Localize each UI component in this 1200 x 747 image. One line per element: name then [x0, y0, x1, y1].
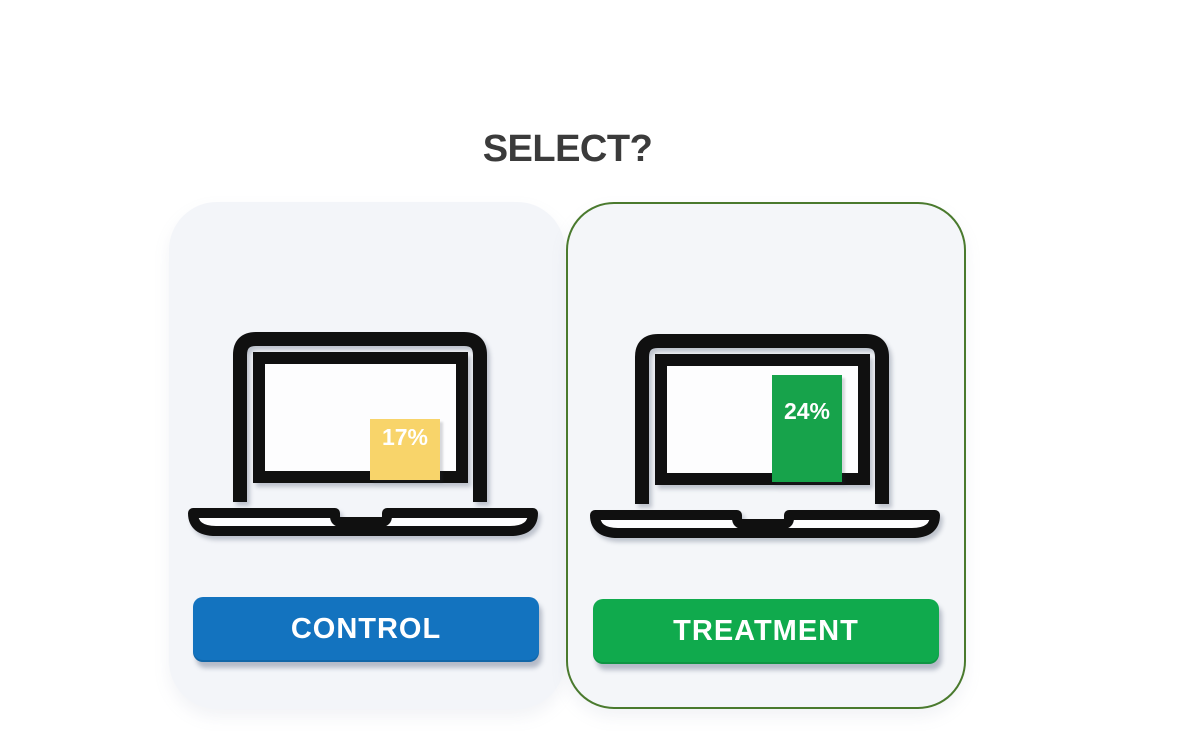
laptop-lid — [635, 334, 889, 504]
conversion-bar — [370, 419, 440, 480]
conversion-value: 17% — [382, 424, 428, 450]
control-button[interactable]: CONTROL — [193, 597, 539, 662]
laptop-base — [188, 508, 538, 536]
laptop-lid — [233, 332, 487, 502]
page-title: SELECT? — [482, 128, 653, 170]
control-card: 17% CONTROL — [169, 202, 565, 709]
laptop-icon: 17% — [188, 332, 538, 536]
treatment-card: 24% TREATMENT — [566, 202, 966, 709]
laptop-base — [590, 510, 940, 538]
treatment-button[interactable]: TREATMENT — [593, 599, 939, 664]
conversion-bar — [772, 375, 842, 482]
laptop-icon: 24% — [590, 334, 940, 538]
conversion-value: 24% — [784, 398, 830, 424]
